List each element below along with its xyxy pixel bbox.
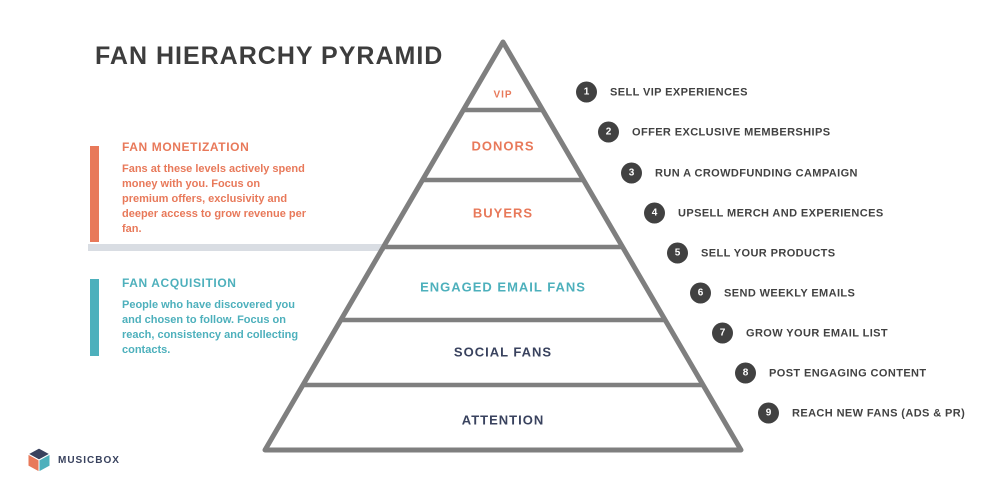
step-label: SELL YOUR PRODUCTS	[701, 247, 836, 259]
step-number-badge: 1	[576, 81, 597, 103]
page-title: FAN HIERARCHY PYRAMID	[95, 42, 444, 70]
step-number-badge: 7	[712, 322, 733, 344]
tier-label-engaged-email-fans: ENGAGED EMAIL FANS	[420, 279, 586, 295]
monetization-accent-bar	[90, 146, 99, 242]
acquisition-body: People who have discovered you and chose…	[122, 299, 299, 356]
step-number-badge: 3	[621, 162, 642, 184]
step-label: UPSELL MERCH AND EXPERIENCES	[678, 207, 884, 219]
list-item: 6 SEND WEEKLY EMAILS	[690, 282, 856, 304]
step-number-badge: 2	[598, 121, 619, 143]
step-number-badge: 6	[690, 282, 711, 304]
pyramid-outline	[262, 39, 744, 453]
tier-label-attention: ATTENTION	[461, 412, 545, 428]
tier-label-vip: VIP	[493, 89, 513, 101]
step-label: SELL VIP EXPERIENCES	[610, 86, 748, 98]
step-label: RUN A CROWDFUNDING CAMPAIGN	[655, 167, 858, 179]
step-label: GROW YOUR EMAIL LIST	[746, 327, 889, 339]
list-item: 7 GROW YOUR EMAIL LIST	[712, 322, 889, 344]
step-label: SEND WEEKLY EMAILS	[724, 287, 856, 299]
step-number-badge: 8	[735, 362, 756, 384]
section-divider-line	[88, 244, 385, 251]
list-item: 8 POST ENGAGING CONTENT	[735, 362, 927, 384]
list-item: 4 UPSELL MERCH AND EXPERIENCES	[644, 202, 884, 224]
monetization-body: Fans at these levels actively spend mone…	[122, 163, 307, 235]
step-label: POST ENGAGING CONTENT	[769, 367, 927, 379]
monetization-heading: FAN MONETIZATION	[122, 140, 250, 154]
step-number-badge: 4	[644, 202, 665, 224]
list-item: 2 OFFER EXCLUSIVE MEMBERSHIPS	[598, 121, 831, 143]
acquisition-heading: FAN ACQUISITION	[122, 276, 237, 290]
list-item: 1 SELL VIP EXPERIENCES	[576, 81, 748, 103]
step-label: OFFER EXCLUSIVE MEMBERSHIPS	[632, 126, 831, 138]
list-item: 5 SELL YOUR PRODUCTS	[667, 242, 836, 264]
step-label: REACH NEW FANS (ADS & PR)	[792, 407, 966, 419]
monetization-annotation: FAN MONETIZATION Fans at these levels ac…	[122, 140, 307, 237]
acquisition-accent-bar	[90, 279, 99, 356]
tier-label-social-fans: SOCIAL FANS	[453, 344, 553, 360]
list-item: 3 RUN A CROWDFUNDING CAMPAIGN	[621, 162, 858, 184]
tier-label-buyers: BUYERS	[472, 205, 534, 221]
step-number-badge: 9	[758, 402, 779, 424]
cube-logo-icon	[27, 447, 51, 473]
step-number-badge: 5	[667, 242, 688, 264]
acquisition-annotation: FAN ACQUISITION People who have discover…	[122, 276, 307, 358]
tier-label-donors: DONORS	[471, 138, 535, 154]
brand-name: MUSICBOX	[58, 454, 120, 466]
brand-logo: MUSICBOX	[27, 447, 120, 473]
list-item: 9 REACH NEW FANS (ADS & PR)	[758, 402, 966, 424]
